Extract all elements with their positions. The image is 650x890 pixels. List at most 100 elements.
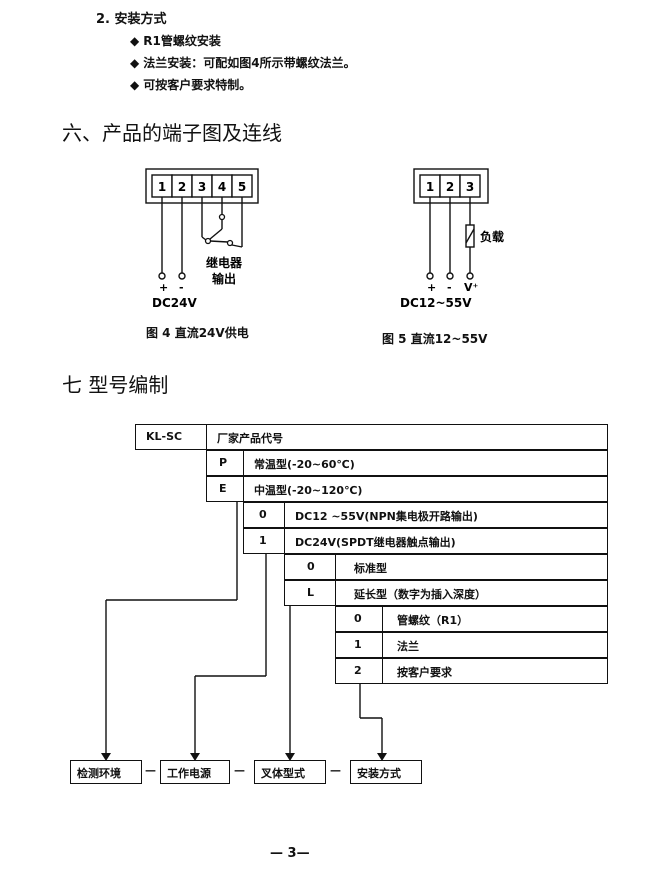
figure-4-caption: 图 4 直流24V供电 [146, 326, 249, 340]
section6-title: 六、产品的端子图及连线 [62, 121, 282, 145]
arrow-down-icon [101, 753, 111, 761]
dash: — [330, 764, 341, 777]
load-resistor-icon [465, 228, 475, 244]
bottom-label-box: 安装方式 [350, 760, 422, 784]
wire [231, 244, 243, 248]
minus-label: - [179, 281, 184, 294]
code-value: 0 [307, 560, 315, 573]
code-value: 1 [259, 534, 267, 547]
install-title: 2. 安装方式 [96, 12, 167, 27]
code-prefix-cell: KL-SC [135, 424, 207, 450]
code-desc: 法兰 [397, 640, 419, 653]
arrow-down-icon [285, 753, 295, 761]
diamond-bullet-icon: ◆ [130, 34, 140, 48]
diamond-bullet-icon: ◆ [130, 56, 140, 70]
code-value: 1 [354, 638, 362, 651]
install-bullet-2: ◆法兰安装：可配如图4所示带螺纹法兰。 [130, 54, 356, 71]
code-prefix: KL-SC [146, 430, 183, 443]
code-value: E [219, 482, 227, 495]
terminal-label: 4 [218, 180, 226, 194]
code-desc: 中温型(-20~120℃) [254, 484, 363, 497]
terminal-label: 2 [446, 180, 454, 194]
code-cell: P [206, 450, 244, 476]
code-desc-cell: 标准型 [335, 554, 608, 580]
relay-switch-icon [209, 228, 223, 240]
code-cell: 1 [335, 632, 383, 658]
page-number: — 3— [270, 846, 310, 861]
plus-label: + [427, 281, 436, 294]
bottom-label: 叉体型式 [261, 767, 305, 780]
supply-label: DC24V [152, 296, 197, 310]
supply-label: DC12~55V [400, 296, 472, 310]
code-cell: 0 [284, 554, 336, 580]
code-desc-cell: DC12 ~55V(NPN集电极开路输出) [284, 502, 608, 528]
code-value: 2 [354, 664, 362, 677]
terminal-label: 1 [426, 180, 434, 194]
code-cell: 0 [243, 502, 285, 528]
figure-5-wiring-diagram: 1 2 3 负载 + - V⁺ DC12~55V [400, 168, 504, 310]
wire [209, 240, 229, 243]
install-bullet-3: ◆可按客户要求特制。 [130, 76, 251, 93]
install-bullet-1: ◆R1管螺纹安装 [130, 32, 221, 49]
arrow-down-icon [190, 753, 200, 761]
arrow-down-icon [377, 753, 387, 761]
code-cell: 0 [335, 606, 383, 632]
code-desc-cell: 常温型(-20~60℃) [243, 450, 608, 476]
code-desc-cell: DC24V(SPDT继电器触点输出) [284, 528, 608, 554]
wire [201, 236, 207, 241]
terminal-label: 2 [178, 180, 186, 194]
relay-contact-icon [226, 239, 234, 247]
vplus-label: V⁺ [464, 281, 479, 294]
dash: — [234, 764, 245, 777]
code-desc: 常温型(-20~60℃) [254, 458, 355, 471]
dash: — [145, 764, 156, 777]
figure-5-caption: 图 5 直流12~55V [382, 332, 488, 346]
bottom-label-box: 工作电源 [160, 760, 230, 784]
code-cell: L [284, 580, 336, 606]
supply-terminal-icon [426, 272, 434, 280]
supply-terminal-icon [158, 272, 166, 280]
bottom-label: 安装方式 [357, 767, 401, 780]
supply-terminal-icon [466, 272, 474, 280]
code-cell: 1 [243, 528, 285, 554]
bottom-label-box: 检测环境 [70, 760, 142, 784]
code-cell: E [206, 476, 244, 502]
code-value: L [307, 586, 315, 599]
code-value: 0 [354, 612, 362, 625]
install-bullet-text: 可按客户要求特制。 [143, 78, 252, 92]
load-label: 负载 [480, 229, 504, 244]
terminal-label: 5 [238, 180, 246, 194]
code-prefix-desc: 厂家产品代号 [217, 432, 283, 445]
code-desc: 管螺纹（R1） [397, 614, 469, 627]
install-bullet-text: R1管螺纹安装 [143, 34, 221, 48]
code-desc: DC12 ~55V(NPN集电极开路输出) [295, 510, 478, 523]
code-desc: 按客户要求 [397, 666, 452, 679]
bottom-label: 检测环境 [77, 767, 121, 780]
terminal-frame [413, 168, 489, 204]
code-desc: DC24V(SPDT继电器触点输出) [295, 536, 456, 549]
terminal-label: 3 [466, 180, 474, 194]
plus-label: + [159, 281, 168, 294]
relay-label: 继电器 [206, 255, 243, 270]
supply-terminal-icon [446, 272, 454, 280]
code-value: P [219, 456, 228, 469]
section7-title: 七 型号编制 [62, 373, 169, 397]
install-bullet-text: 法兰安装：可配如图4所示带螺纹法兰。 [143, 56, 356, 70]
bottom-label-box: 叉体型式 [254, 760, 326, 784]
code-cell: 2 [335, 658, 383, 684]
bottom-label: 工作电源 [167, 767, 211, 780]
relay-contact-icon [218, 213, 226, 221]
supply-terminal-icon [178, 272, 186, 280]
figure-4-wiring-diagram: 1 2 3 4 5 + - DC24V 继电器 输出 [145, 168, 259, 310]
terminal-label: 3 [198, 180, 206, 194]
diamond-bullet-icon: ◆ [130, 78, 140, 92]
code-desc-cell: 法兰 [382, 632, 608, 658]
code-desc: 延长型（数字为插入深度） [354, 588, 486, 601]
relay-label: 输出 [212, 271, 236, 286]
code-desc-cell: 管螺纹（R1） [382, 606, 608, 632]
code-desc-cell: 延长型（数字为插入深度） [335, 580, 608, 606]
code-desc-cell: 按客户要求 [382, 658, 608, 684]
minus-label: - [447, 281, 452, 294]
code-desc-cell: 中温型(-20~120℃) [243, 476, 608, 502]
